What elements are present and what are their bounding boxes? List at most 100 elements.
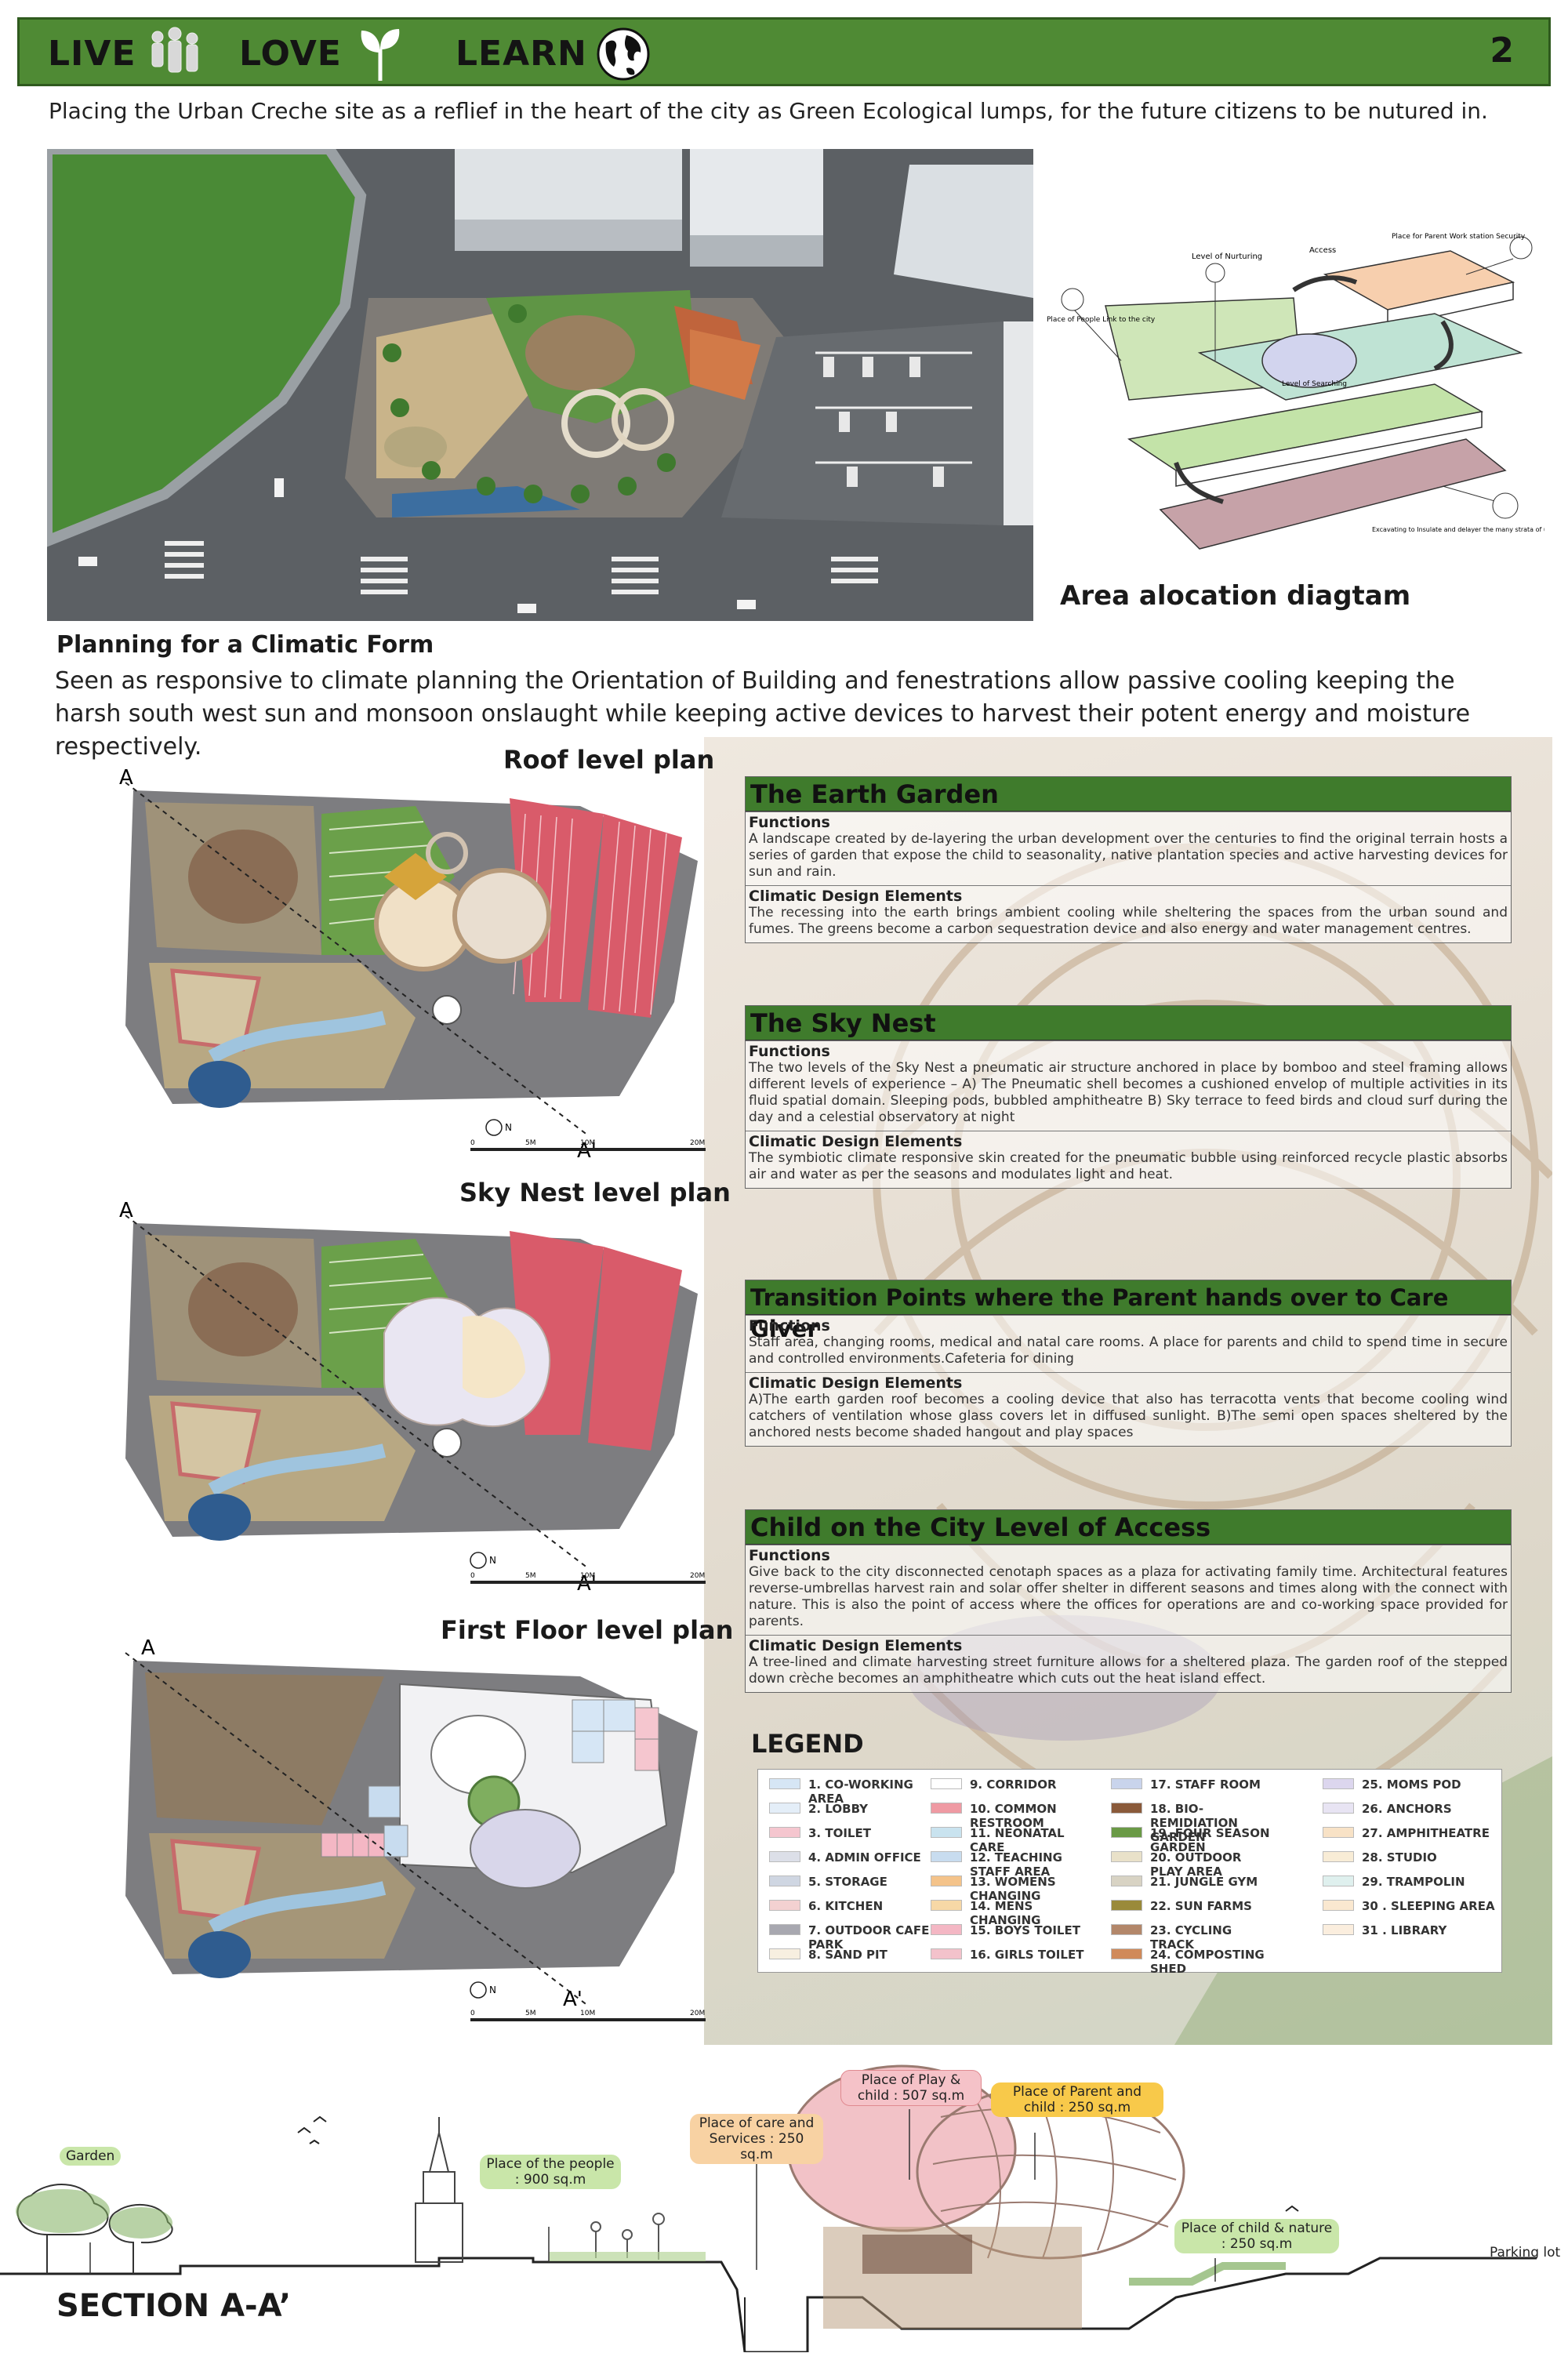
roof-plan-scale-0: 0	[470, 1139, 475, 1147]
legend-label: 21. JUNGLE GYM	[1150, 1875, 1258, 1889]
section-heading: Functions	[749, 1547, 830, 1564]
first-plan-mark-a2: A'	[563, 1988, 583, 2011]
legend-item: 24. COMPOSTING SHED	[1111, 1948, 1276, 1976]
legend-item: 25. MOMS POD	[1323, 1777, 1495, 1792]
diagram-label-nurturing: Level of Nurturing	[1192, 252, 1262, 261]
legend-item: 27. AMPHITHEATRE	[1323, 1826, 1495, 1840]
legend-item: 1. CO-WORKING AREA	[769, 1777, 934, 1806]
sky-nest-level-plan: A A' N 0 5M 10M 20M	[86, 1199, 713, 1623]
section-title: SECTION A-A’	[56, 2288, 292, 2324]
legend-item: 18. BIO-REMIDIATION GARDEN	[1111, 1802, 1276, 1844]
legend-swatch	[769, 1827, 800, 1838]
sky-nest-climatic: Climatic Design Elements The symbiotic c…	[746, 1131, 1511, 1188]
legend-swatch	[1111, 1803, 1142, 1814]
legend-item: 6. KITCHEN	[769, 1899, 934, 1913]
sky-nest-plan-title: Sky Nest level plan	[459, 1178, 731, 1207]
legend-swatch	[769, 1778, 800, 1789]
legend-swatch	[931, 1827, 962, 1838]
legend-item: 20. OUTDOOR PLAY AREA	[1111, 1850, 1276, 1879]
legend-item: 21. JUNGLE GYM	[1111, 1875, 1276, 1889]
legend-label: 18. BIO-REMIDIATION GARDEN	[1150, 1802, 1238, 1844]
legend-item: 23. CYCLING TRACK	[1111, 1923, 1276, 1952]
legend-swatch	[1111, 1876, 1142, 1886]
legend-label: 27. AMPHITHEATRE	[1362, 1826, 1490, 1840]
city-level-functions: Functions Give back to the city disconne…	[746, 1545, 1511, 1635]
sky-nest-functions: Functions The two levels of the Sky Nest…	[746, 1040, 1511, 1131]
legend-swatch	[931, 1924, 962, 1935]
diagram-label-searching: Level of Searching	[1282, 380, 1347, 388]
legend-item: 29. TRAMPOLIN	[1323, 1875, 1495, 1889]
aerial-site-render	[47, 149, 1033, 621]
roof-plan-title: Roof level plan	[503, 745, 715, 775]
legend-swatch	[1111, 1948, 1142, 1959]
roof-level-plan: A A' N 0 5M 10M 20M	[86, 766, 713, 1190]
section-label-play: Place of Play & child : 507 sq.m	[840, 2070, 982, 2106]
legend-swatch	[1111, 1778, 1142, 1789]
legend-item: 31 . LIBRARY	[1323, 1923, 1495, 1937]
transition-functions: Functions Staff area, changing rooms, me…	[746, 1315, 1511, 1372]
legend-swatch	[1323, 1924, 1354, 1935]
page-number: 2	[1490, 31, 1514, 71]
legend-swatch	[931, 1803, 962, 1814]
legend-label: 16. GIRLS TOILET	[970, 1948, 1084, 1962]
legend-item: 2. LOBBY	[769, 1802, 934, 1816]
legend-swatch	[931, 1948, 962, 1959]
sprout-icon	[357, 26, 404, 85]
legend-label: 30 . SLEEPING AREA	[1362, 1899, 1495, 1913]
section-text: The recessing into the earth brings ambi…	[749, 905, 1508, 937]
legend-swatch	[769, 1851, 800, 1862]
earth-garden-functions: Functions A landscape created by de-laye…	[746, 812, 1511, 885]
legend-item: 15. BOYS TOILET	[931, 1923, 1095, 1937]
section-heading: Functions	[749, 814, 830, 831]
roof-plan-mark-a: A	[119, 767, 133, 790]
globe-icon	[595, 26, 652, 85]
sky-plan-scale-5: 5M	[525, 1572, 536, 1580]
planning-text: Seen as responsive to climate planning t…	[55, 667, 1471, 761]
legend-label: 25. MOMS POD	[1362, 1777, 1461, 1792]
sky-plan-mark-a: A	[119, 1200, 133, 1222]
section-label-nature: Place of child & nature : 250 sq.m	[1174, 2219, 1339, 2253]
first-plan-scale-5: 5M	[525, 2010, 536, 2017]
section-text: A tree-lined and climate harvesting stre…	[749, 1654, 1508, 1687]
section-label-care: Place of care and Services : 250 sq.m	[690, 2114, 823, 2164]
earth-garden-title: The Earth Garden	[746, 777, 1511, 812]
section-heading: Climatic Design Elements	[749, 1374, 963, 1392]
legend-label: 5. STORAGE	[808, 1875, 887, 1889]
first-plan-north: N	[489, 1984, 496, 1995]
sky-plan-north: N	[489, 1555, 496, 1566]
section-heading: Climatic Design Elements	[749, 1637, 963, 1654]
legend-label: 23. CYCLING TRACK	[1150, 1923, 1232, 1952]
section-text: A)The earth garden roof becomes a coolin…	[749, 1392, 1508, 1440]
roof-plan-scale-10: 10M	[580, 1139, 595, 1147]
section-text: Staff area, changing rooms, medical and …	[749, 1334, 1508, 1367]
legend-label: 26. ANCHORS	[1362, 1802, 1452, 1816]
legend-label: 28. STUDIO	[1362, 1850, 1437, 1865]
legend-swatch	[931, 1778, 962, 1789]
legend-label: 6. KITCHEN	[808, 1899, 884, 1913]
city-level-box: Child on the City Level of Access Functi…	[745, 1509, 1512, 1693]
legend-label: 13. WOMENS CHANGING	[970, 1875, 1056, 1903]
first-floor-plan-title: First Floor level plan	[441, 1615, 734, 1645]
legend-label: 7. OUTDOOR CAFE PARK	[808, 1923, 930, 1952]
legend-swatch	[1323, 1803, 1354, 1814]
diagram-title: Area alocation diagtam	[1060, 580, 1411, 612]
legend-item: 17. STAFF ROOM	[1111, 1777, 1276, 1792]
legend-label: 8. SAND PIT	[808, 1948, 887, 1962]
legend-label: 22. SUN FARMS	[1150, 1899, 1252, 1913]
section-label-parking: Parking lot	[1490, 2245, 1561, 2260]
earth-garden-box: The Earth Garden Functions A landscape c…	[745, 776, 1512, 943]
first-floor-level-plan: A A' N 0 5M 10M 20M	[86, 1636, 713, 2061]
legend-label: 24. COMPOSTING SHED	[1150, 1948, 1265, 1976]
planning-heading: Planning for a Climatic Form	[56, 631, 434, 659]
legend-label: 19. FOUR SEASON GARDEN	[1150, 1826, 1270, 1854]
section-label-garden: Garden	[60, 2147, 122, 2166]
section-text: The symbiotic climate responsive skin cr…	[749, 1150, 1508, 1182]
legend-label: 17. STAFF ROOM	[1150, 1777, 1261, 1792]
legend-item: 16. GIRLS TOILET	[931, 1948, 1095, 1962]
section-text: Give back to the city disconnected cenot…	[749, 1564, 1508, 1629]
diagram-label-excavating: Excavating to Insulate and delayer the m…	[1372, 526, 1544, 533]
legend-label: 15. BOYS TOILET	[970, 1923, 1080, 1937]
header-bar: LIVE LOVE LEARN 2	[17, 17, 1551, 86]
legend-item: 14. MENS CHANGING	[931, 1899, 1095, 1927]
legend-swatch	[1111, 1900, 1142, 1911]
